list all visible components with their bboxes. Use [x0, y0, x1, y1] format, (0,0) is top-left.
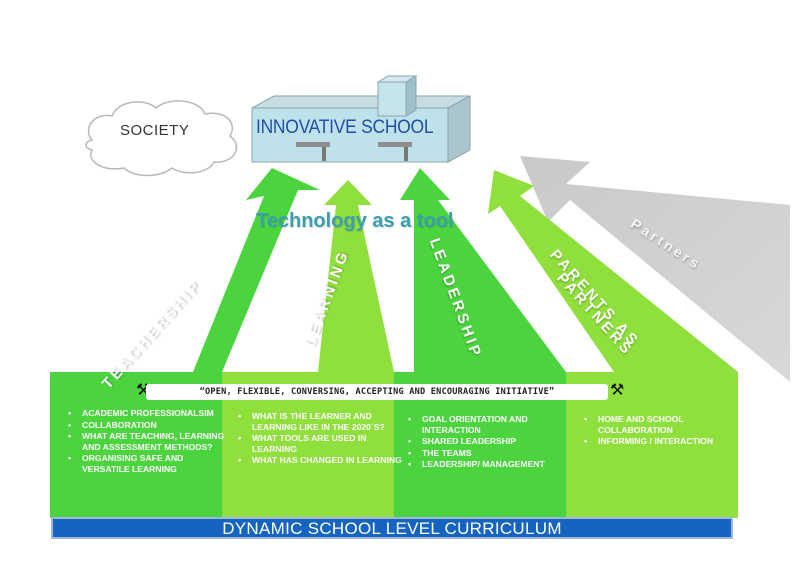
technology-label: Technology as a tool — [256, 210, 454, 232]
leadership-list: GOAL ORIENTATION AND INTERACTION SHARED … — [402, 414, 572, 471]
list-item: SHARED LEADERSHIP — [408, 436, 572, 447]
list-item: ACADEMIC PROFESSIONALSIM — [68, 408, 232, 419]
school-building — [251, 75, 471, 163]
list-item: LEADERSHIP/ MANAGEMENT — [408, 459, 572, 470]
list-item: THE TEAMS — [408, 448, 572, 459]
teachership-list: ACADEMIC PROFESSIONALSIM COLLABORATION W… — [62, 408, 232, 475]
list-item: WHAT IS THE LEARNER AND LEARNING LIKE IN… — [238, 411, 402, 432]
society-label: SOCIETY — [120, 122, 190, 139]
parents-list: HOME AND SCHOOL COLLABORATION INFORMING … — [578, 414, 738, 448]
society-cloud — [85, 100, 238, 177]
partners-arrow — [520, 156, 790, 382]
list-item: COLLABORATION — [68, 420, 232, 431]
learning-list: WHAT IS THE LEARNER AND LEARNING LIKE IN… — [232, 411, 402, 467]
right-hammer-icon: ⚒ — [610, 382, 625, 399]
list-item: WHAT TOOLS ARE USED IN LEARNING — [238, 433, 402, 454]
list-item: INFORMING / INTERACTION — [584, 436, 738, 447]
list-item: GOAL ORIENTATION AND INTERACTION — [408, 414, 572, 435]
list-item: WHAT ARE TEACHING, LEARNING AND ASSESSME… — [68, 431, 232, 452]
list-item: ORGANISING SAFE AND VERSATILE LEARNING — [68, 453, 232, 474]
curriculum-bar: DYNAMIC SCHOOL LEVEL CURRICULUM — [51, 517, 733, 539]
school-label: INNOVATIVE SCHOOL — [256, 117, 434, 138]
list-item: HOME AND SCHOOL COLLABORATION — [584, 414, 738, 435]
motto-banner: “OPEN, FLEXIBLE, CONVERSING, ACCEPTING A… — [146, 384, 608, 400]
list-item: WHAT HAS CHANGED IN LEARNING — [238, 455, 402, 466]
